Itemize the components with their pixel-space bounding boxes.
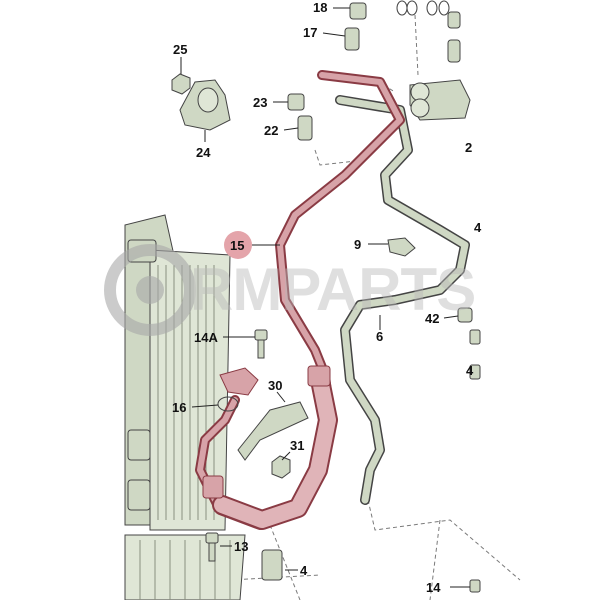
callout-18: 18 — [313, 0, 327, 15]
callout-22: 22 — [264, 123, 278, 138]
callout-14: 14 — [426, 580, 441, 595]
pipe-15-highlight — [195, 70, 405, 530]
hardware-parts — [171, 0, 481, 593]
callout-31: 31 — [290, 438, 304, 453]
callout-4-upper-right: 4 — [474, 220, 482, 235]
callout-4-right: 4 — [466, 363, 474, 378]
callout-13: 13 — [234, 539, 248, 554]
callout-17: 17 — [303, 25, 317, 40]
callout-9: 9 — [354, 237, 361, 252]
callout-16: 16 — [172, 400, 186, 415]
callout-25: 25 — [173, 42, 187, 57]
callout-15: 15 — [230, 238, 244, 253]
callout-4: 4 — [300, 563, 308, 578]
pipe-6 — [335, 95, 470, 505]
callout-6: 6 — [376, 329, 383, 344]
callout-14a: 14A — [194, 330, 218, 345]
callout-30: 30 — [268, 378, 282, 393]
callout-24: 24 — [196, 145, 211, 160]
watermark-text: RMPARTS — [190, 256, 475, 323]
leader-lines — [180, 7, 470, 588]
callout-2: 2 — [465, 140, 472, 155]
callout-23: 23 — [253, 95, 267, 110]
callout-42: 42 — [425, 311, 439, 326]
watermark: RMPARTS — [104, 244, 476, 336]
callouts: 25 24 18 17 23 22 2 15 9 14A 42 6 4 4 30… — [172, 0, 482, 595]
callout-15-badge — [224, 231, 252, 259]
